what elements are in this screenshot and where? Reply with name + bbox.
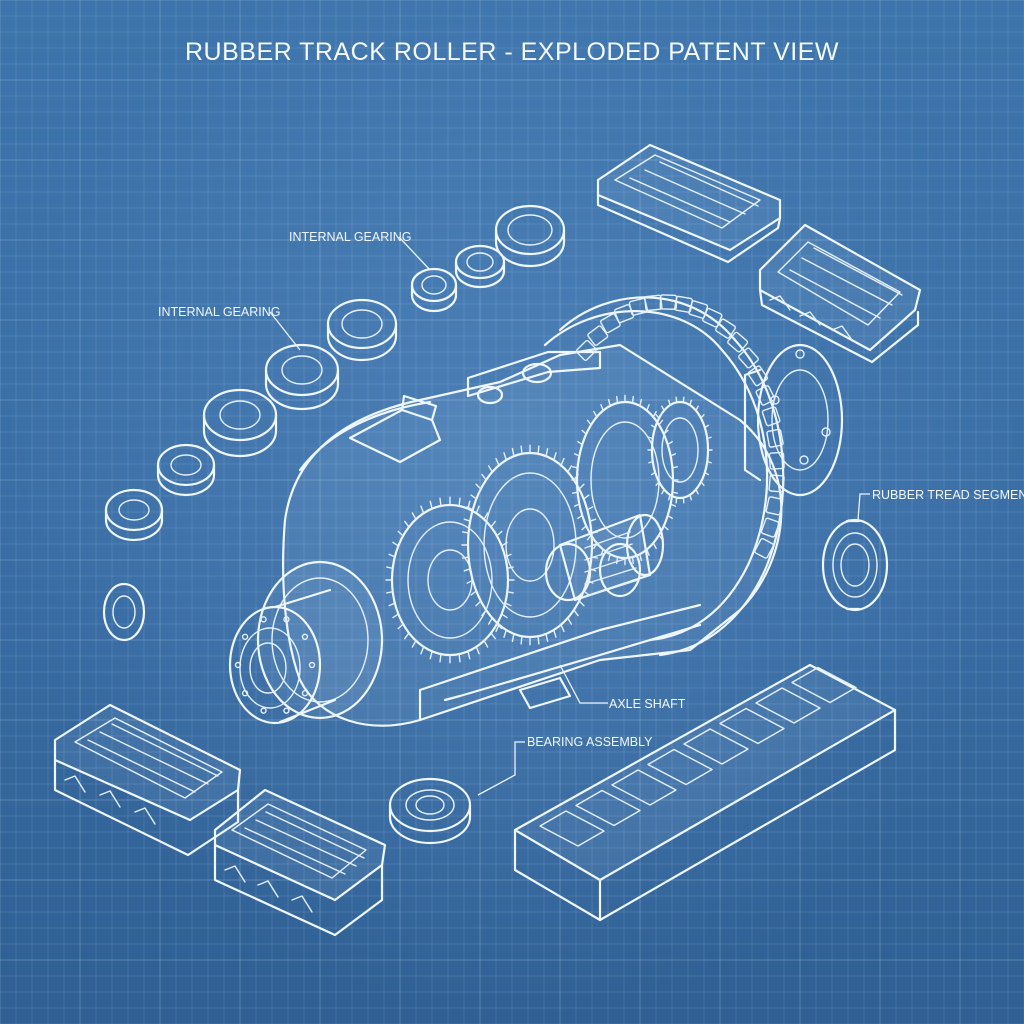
hub-bolts <box>234 616 316 714</box>
tread-pad-top-1 <box>596 143 782 264</box>
tread-strip-long <box>513 663 897 922</box>
bearing-ring-8 <box>104 488 164 542</box>
track-gear-ring <box>543 294 785 657</box>
callout-internal-gearing-top: INTERNAL GEARING <box>289 230 412 244</box>
tread-pad-lower-2 <box>213 788 387 937</box>
bearing-stack-left <box>102 204 566 642</box>
leader-rubber-tread-segment <box>848 493 870 521</box>
right-flange <box>743 343 844 497</box>
bearing-bottom <box>388 777 472 845</box>
bearing-ring-3 <box>410 267 458 313</box>
left-hub <box>228 560 384 725</box>
bearing-ring-9 <box>102 582 146 642</box>
axle-shaft <box>544 513 665 602</box>
track-ring-teeth <box>575 294 785 559</box>
bearing-ring-6 <box>202 388 278 458</box>
callout-axle-shaft: AXLE SHAFT <box>609 697 686 711</box>
page-title: RUBBER TRACK ROLLER - EXPLODED PATENT VI… <box>184 38 839 66</box>
leader-internal-gearing-top <box>398 236 431 271</box>
leader-bearing-assembly <box>477 741 525 796</box>
bearing-right <box>821 518 889 612</box>
bearing-ring-5 <box>264 343 340 411</box>
tread-pad-top-2 <box>758 223 922 364</box>
bearing-ring-2 <box>454 244 506 289</box>
internal-gear-set <box>385 394 713 664</box>
callout-internal-gearing-left: INTERNAL GEARING <box>158 305 281 319</box>
tread-strip-cells <box>539 666 857 847</box>
callout-bearing-assembly: BEARING ASSEMBLY <box>527 735 653 749</box>
leader-axle-shaft <box>559 664 608 704</box>
leader-internal-gearing-left <box>269 311 301 351</box>
bearing-ring-4 <box>326 298 398 362</box>
callout-rubber-tread-segment: RUBBER TREAD SEGMENT <box>872 488 1024 502</box>
gear-teeth <box>385 394 713 664</box>
bearing-ring-7 <box>156 443 216 497</box>
bearing-ring-1 <box>494 204 566 268</box>
